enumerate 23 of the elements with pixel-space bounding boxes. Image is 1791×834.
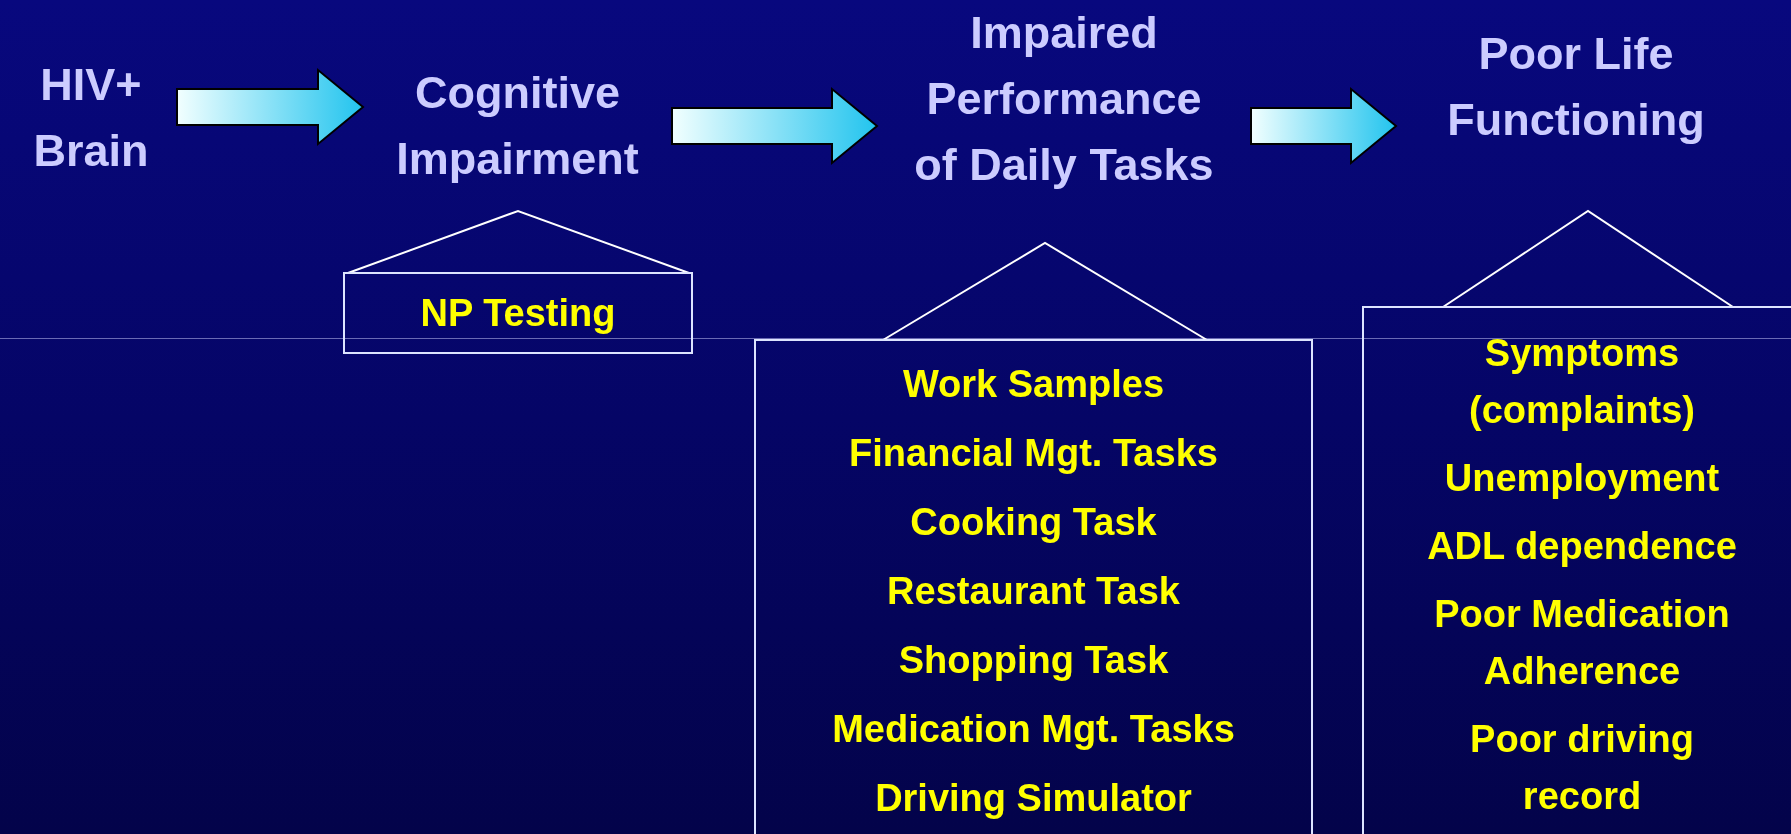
measure-box — [343, 272, 693, 354]
measure-item: Cooking Task — [910, 500, 1157, 545]
measure-item: Unemployment — [1444, 456, 1720, 501]
measure-box — [754, 339, 1313, 834]
stage-heading: Impaired Performance of Daily Tasks — [913, 6, 1215, 192]
stage-heading: Poor Life Functioning — [1446, 27, 1706, 147]
measure-box — [1362, 306, 1791, 834]
measure-item: Financial Mgt. Tasks — [849, 431, 1218, 476]
measure-item: ADL dependence — [1427, 524, 1737, 569]
measure-item: Medication Mgt. Tasks — [832, 707, 1235, 752]
stage-heading: HIV+ Brain — [32, 58, 150, 178]
block-arrow — [1250, 86, 1398, 166]
measure-item: Work Samples — [902, 362, 1165, 407]
block-arrow — [176, 67, 365, 147]
stage-heading: Cognitive Impairment — [395, 66, 640, 186]
measure-item: Symptoms (complaints) — [1468, 331, 1696, 433]
measure-item: NP Testing — [420, 291, 616, 336]
measure-item: Shopping Task — [898, 638, 1169, 683]
measure-item: Restaurant Task — [887, 569, 1180, 614]
measure-item: Poor Medication Adherence — [1433, 592, 1731, 694]
measure-item: Driving Simulator — [875, 776, 1192, 821]
block-arrow — [671, 86, 879, 166]
measure-item: Poor driving record — [1469, 717, 1695, 819]
